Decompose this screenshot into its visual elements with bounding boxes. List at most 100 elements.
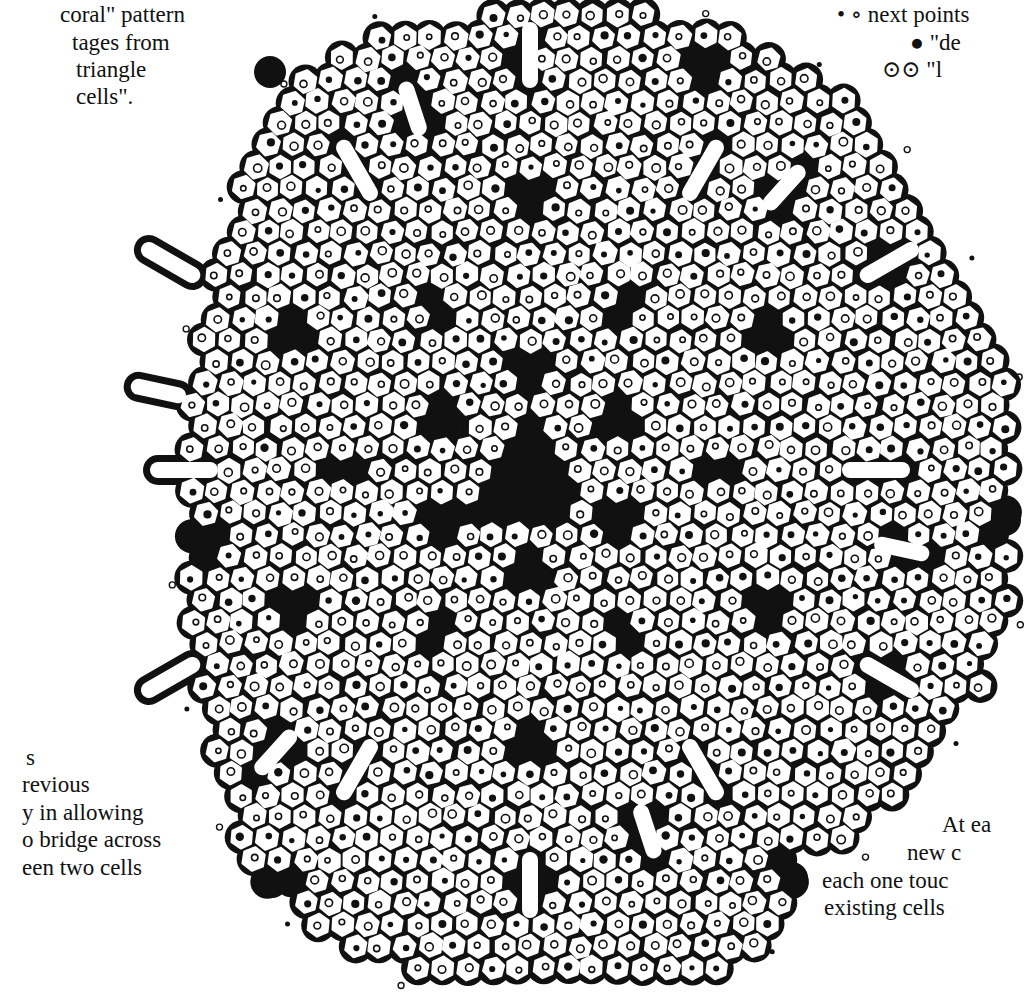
cell <box>621 244 641 267</box>
cell <box>331 351 353 373</box>
cell <box>281 220 302 243</box>
cell-nucleus <box>640 229 646 235</box>
cell-nucleus <box>528 337 536 345</box>
cell-nucleus <box>302 207 309 214</box>
cell-nucleus <box>236 359 244 367</box>
cell-nucleus <box>378 338 385 345</box>
cell-nucleus <box>627 250 633 256</box>
cell <box>795 113 815 134</box>
cell-nucleus <box>578 78 586 86</box>
cell-nucleus <box>826 206 833 213</box>
cell-nucleus <box>616 11 623 18</box>
bridge-wall <box>149 665 192 690</box>
cell-nucleus <box>463 273 469 279</box>
cell <box>369 69 390 90</box>
cell-nucleus <box>640 315 645 320</box>
cell-nucleus <box>286 230 293 237</box>
cell <box>759 49 780 70</box>
cell-nucleus <box>454 207 460 213</box>
cell <box>833 265 852 286</box>
cell-nucleus <box>265 227 273 235</box>
bridge-wall <box>641 812 653 850</box>
cell <box>219 286 239 307</box>
cell <box>795 330 814 351</box>
cell <box>744 287 765 308</box>
cell-nucleus <box>549 75 557 83</box>
cell <box>694 200 713 221</box>
cell <box>569 27 589 49</box>
cell-nucleus <box>427 34 432 39</box>
cell-nucleus <box>552 203 560 211</box>
cell <box>881 220 902 243</box>
cell <box>831 220 852 243</box>
cell <box>309 221 329 242</box>
cell <box>358 266 377 288</box>
cell <box>457 262 477 285</box>
bridge-wall <box>262 738 289 768</box>
cell <box>269 112 291 134</box>
cell-nucleus <box>902 207 909 214</box>
cell <box>571 157 592 178</box>
cell <box>669 26 692 48</box>
cell-nucleus <box>554 161 559 166</box>
cell <box>708 179 729 201</box>
cell-nucleus <box>352 296 358 302</box>
cell <box>418 245 439 265</box>
cell-nucleus <box>889 184 896 191</box>
cell-nucleus <box>761 101 769 109</box>
cell-nucleus <box>863 315 871 323</box>
cell-nucleus <box>478 291 486 299</box>
cell <box>808 265 829 286</box>
cell <box>669 285 690 307</box>
cell-nucleus <box>504 32 509 37</box>
cell-nucleus <box>402 250 410 258</box>
cell <box>908 309 929 330</box>
cell-nucleus <box>378 247 386 255</box>
cell <box>670 155 693 178</box>
cell <box>546 113 566 136</box>
cell-nucleus <box>265 271 272 278</box>
cell <box>871 155 891 178</box>
cell <box>544 198 564 220</box>
cell <box>332 46 351 68</box>
cell-nucleus <box>841 97 848 104</box>
cell-nucleus <box>267 138 275 146</box>
cell-nucleus <box>861 229 868 236</box>
cell <box>307 89 328 112</box>
cell-nucleus <box>624 32 631 39</box>
cell-nucleus <box>379 162 385 168</box>
cell <box>508 265 529 287</box>
cell <box>607 177 629 200</box>
cell-nucleus <box>198 334 205 341</box>
cell-nucleus <box>302 121 310 129</box>
cell <box>808 178 829 199</box>
cell <box>258 179 277 200</box>
cell-nucleus <box>701 290 709 298</box>
cell-nucleus <box>714 227 722 235</box>
cell <box>358 308 379 331</box>
cell-nucleus <box>574 34 580 40</box>
cell <box>233 350 253 371</box>
cell-nucleus <box>440 140 446 146</box>
cell-nucleus <box>626 162 633 169</box>
cell-nucleus <box>891 313 898 320</box>
cell-nucleus <box>374 206 381 213</box>
cell-nucleus <box>354 122 361 129</box>
cell <box>609 262 629 285</box>
cell <box>534 263 554 286</box>
cell-nucleus <box>389 229 395 235</box>
cell-nucleus <box>355 250 361 256</box>
cell <box>570 70 590 93</box>
cell <box>357 134 378 156</box>
cell <box>494 286 515 309</box>
cell <box>344 200 366 222</box>
cell-nucleus <box>777 249 784 256</box>
cell <box>308 264 327 285</box>
cell <box>856 133 877 156</box>
cell <box>820 243 840 266</box>
cell-nucleus <box>754 164 761 171</box>
cell-nucleus <box>601 251 607 257</box>
cell-nucleus <box>518 15 524 21</box>
cell <box>783 134 803 157</box>
cell <box>820 287 841 309</box>
